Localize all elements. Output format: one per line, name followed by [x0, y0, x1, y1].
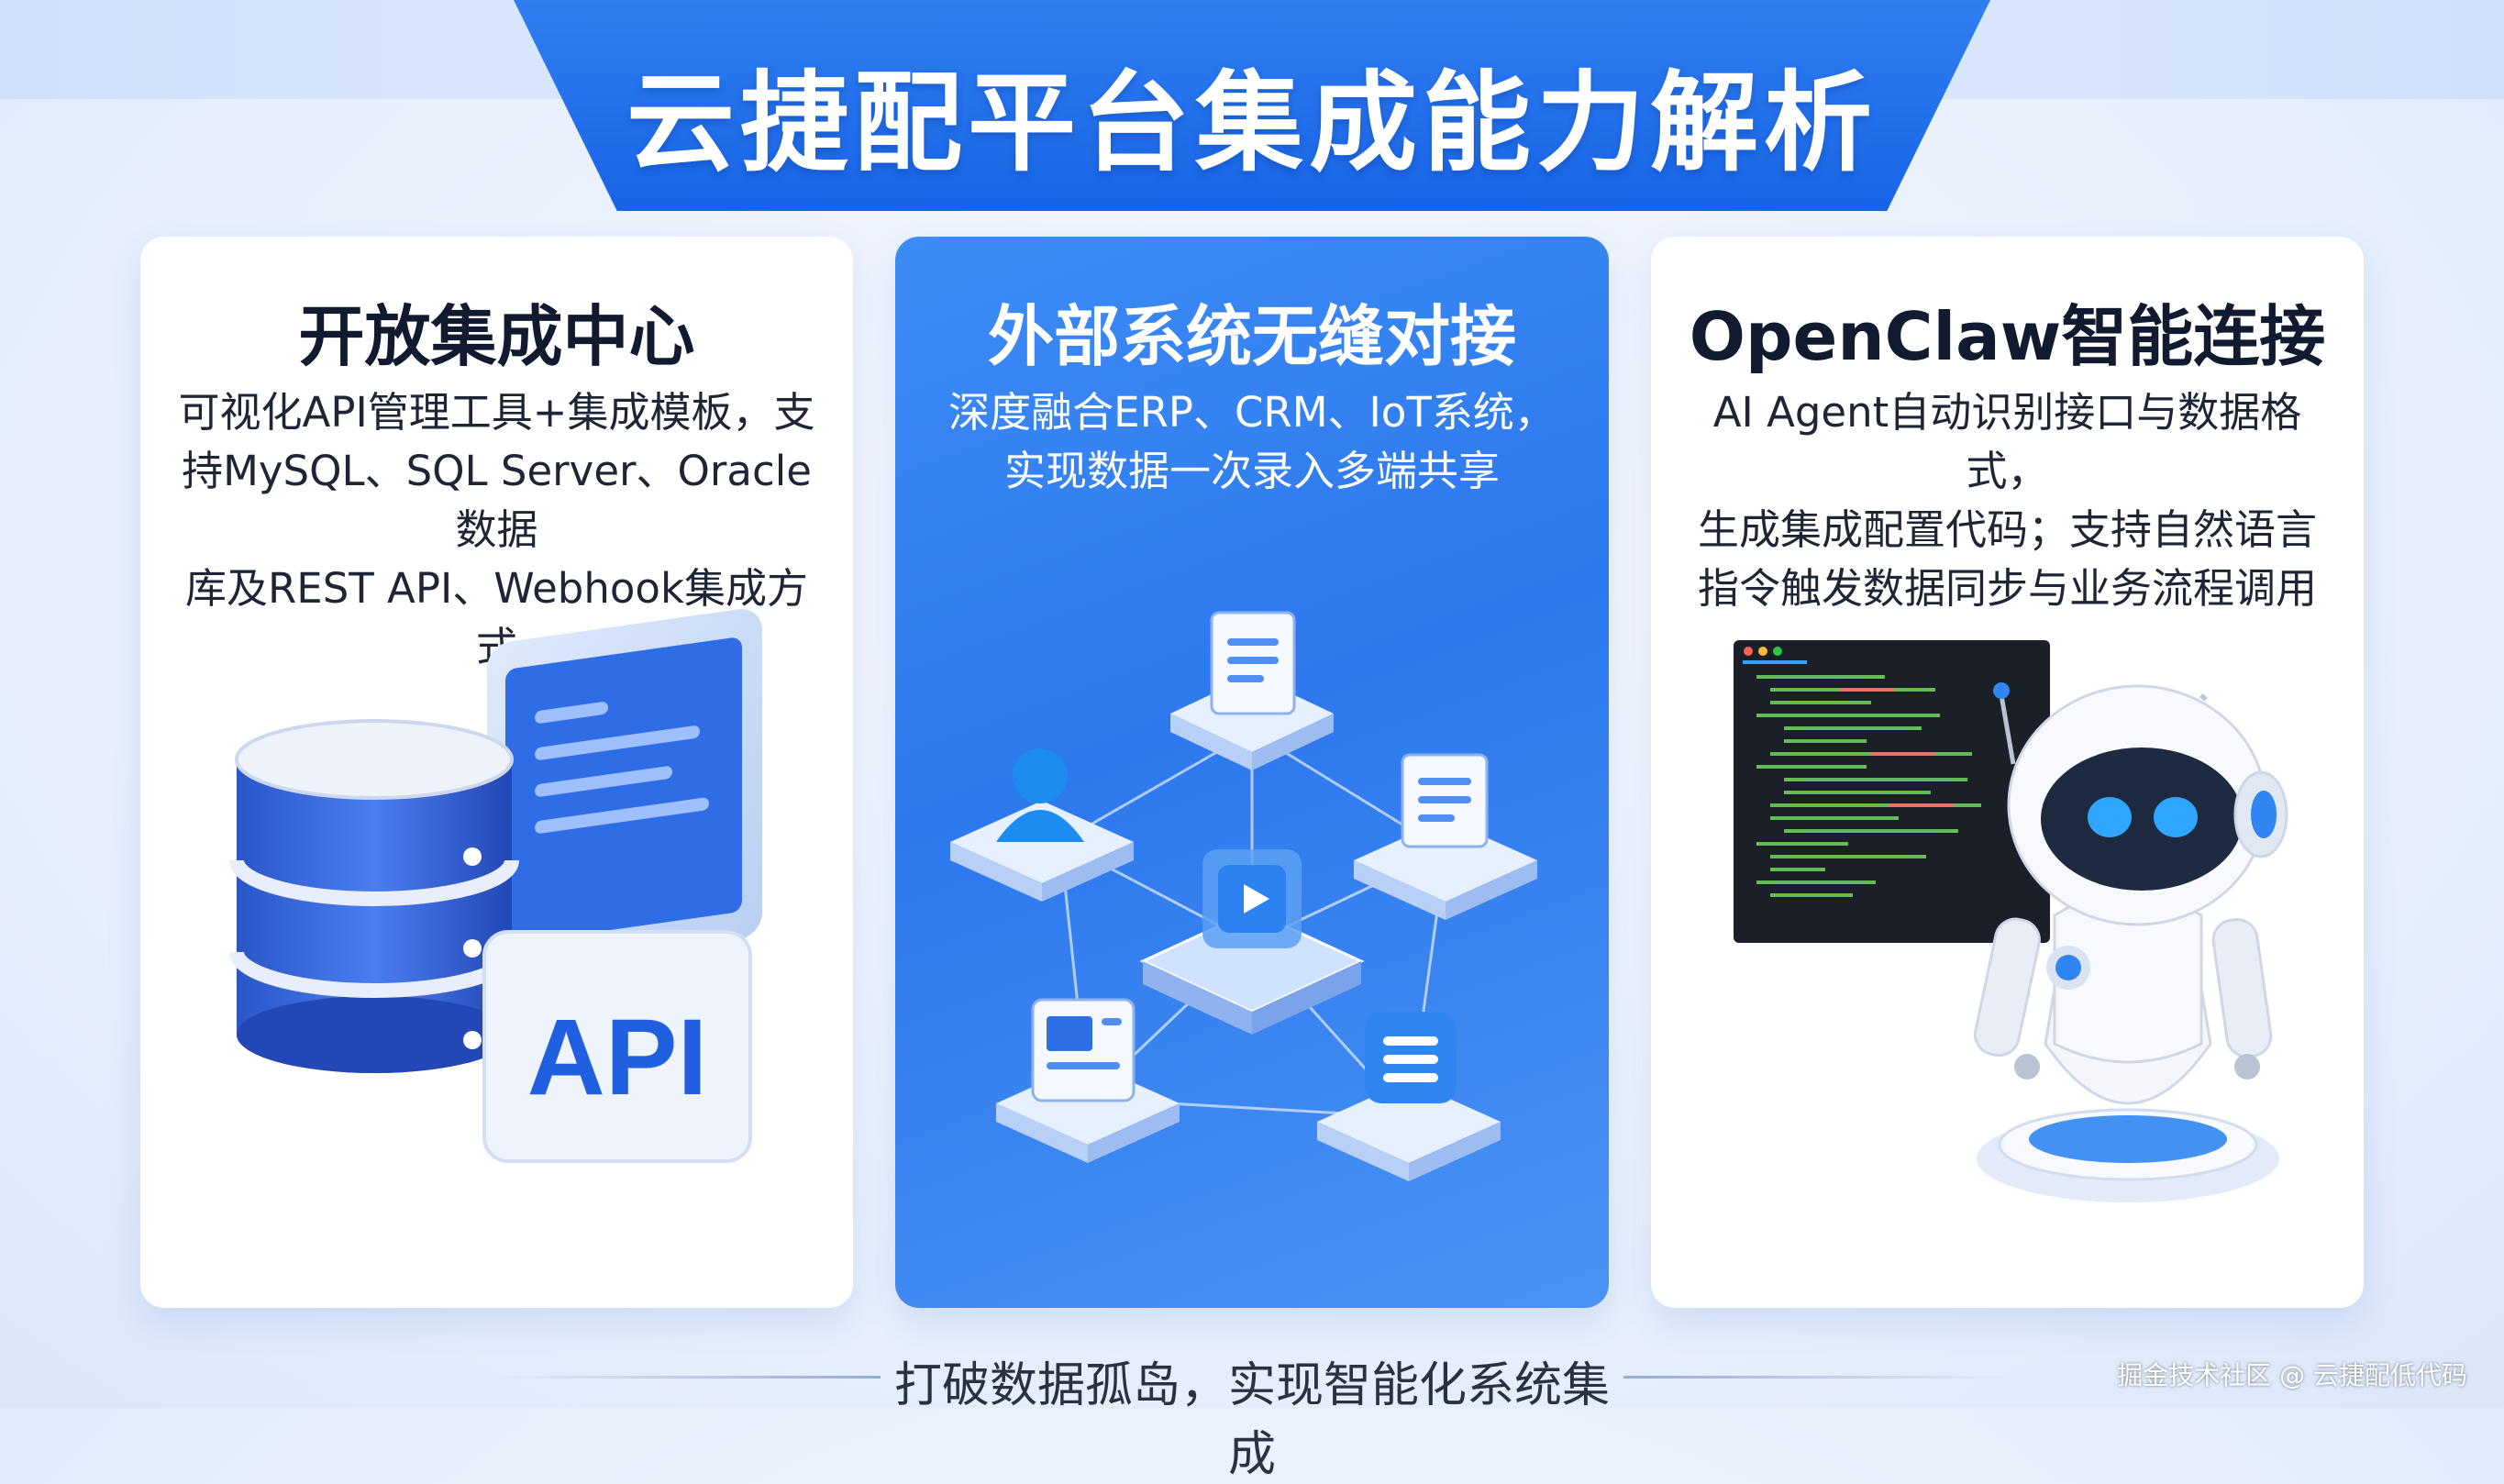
- document-icon: [1170, 611, 1334, 770]
- ai-robot-illustration: [1734, 640, 2288, 1202]
- api-badge-text: API: [527, 997, 708, 1118]
- server-icon: [996, 998, 1180, 1163]
- footer-tagline: 打破数据孤岛，实现智能化系统集成: [893, 1358, 1610, 1482]
- user-icon: [950, 748, 1134, 902]
- database-icon: [229, 719, 519, 1073]
- database-api-illustration: API: [229, 609, 762, 1163]
- card-title: OpenClaw智能连接: [1689, 298, 2326, 375]
- card-openclaw-smart-connect: OpenClaw智能连接 AI Agent自动识别接口与数据格式， 生成集成配置…: [1651, 237, 2364, 1308]
- list-icon: [1317, 1012, 1501, 1181]
- page-title: 云捷配平台集成能力解析: [626, 60, 1878, 186]
- robot-icon: [1973, 682, 2288, 1202]
- card-title: 开放集成中心: [298, 298, 695, 375]
- card-title: 外部系统无缝对接: [987, 298, 1516, 375]
- footer-divider-right: [1623, 1376, 2009, 1379]
- card-open-integration-center: 开放集成中心 可视化API管理工具+集成模板，支 持MySQL、SQL Serv…: [140, 237, 853, 1308]
- card-description: 深度融合ERP、CRM、IoT系统， 实现数据一次录入多端共享: [948, 388, 1556, 495]
- form-icon: [1354, 753, 1537, 920]
- api-badge: API: [482, 930, 752, 1163]
- card-description: AI Agent自动识别接口与数据格式， 生成集成配置代码；支持自然语言 指令触…: [1697, 388, 2317, 613]
- header-plate: [514, 0, 1990, 211]
- card-external-system-integration: 外部系统无缝对接 深度融合ERP、CRM、IoT系统， 实现数据一次录入多端共享: [895, 237, 1609, 1308]
- watermark: 掘金技术社区 @ 云捷配低代码: [2117, 1360, 2467, 1390]
- footer-divider-left: [495, 1376, 881, 1379]
- network-illustration: [950, 611, 1537, 1181]
- code-editor-icon: [1734, 640, 2050, 943]
- card-description: 可视化API管理工具+集成模板，支 持MySQL、SQL Server、Orac…: [178, 388, 815, 671]
- hub-video-icon: [1139, 849, 1365, 1035]
- api-screen-icon: [487, 609, 762, 972]
